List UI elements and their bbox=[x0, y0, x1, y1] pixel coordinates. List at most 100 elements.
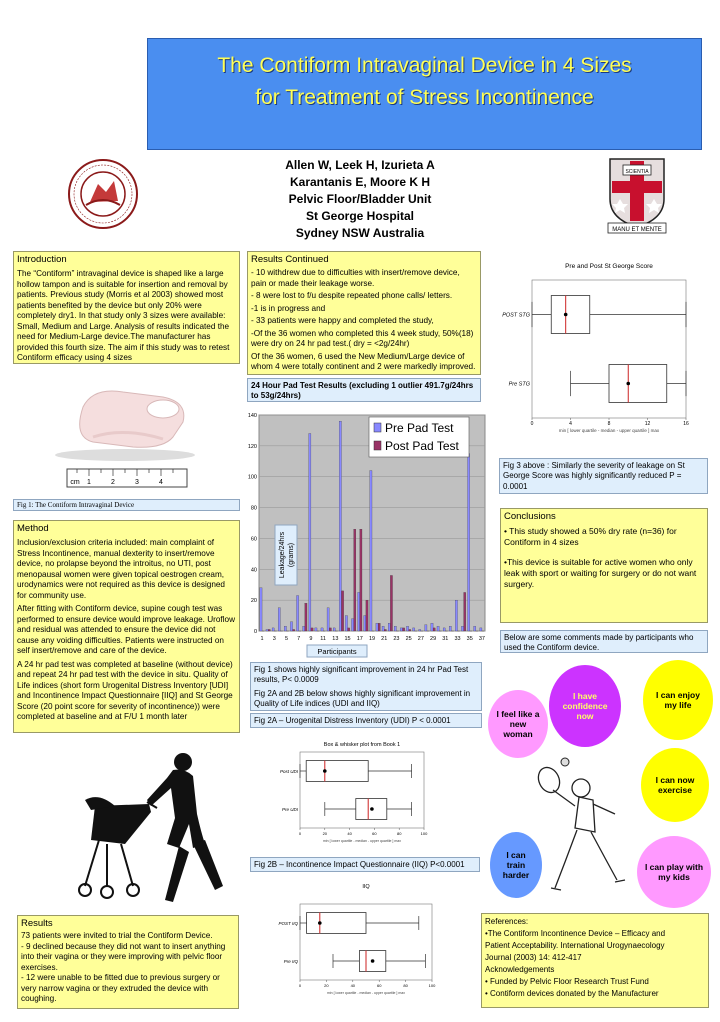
bar bbox=[353, 529, 356, 632]
fig1-description-text: Fig 1 shows highly significant improveme… bbox=[254, 665, 469, 685]
bar bbox=[265, 629, 269, 632]
bar bbox=[357, 592, 360, 632]
bar bbox=[290, 621, 293, 632]
bar bbox=[473, 626, 476, 632]
results-continued-item: -Of the 36 women who completed this 4 we… bbox=[251, 328, 474, 349]
bar bbox=[402, 627, 405, 632]
x-tick-label: 23 bbox=[393, 636, 399, 642]
bar bbox=[329, 627, 332, 632]
bar bbox=[345, 615, 348, 632]
bar bbox=[436, 626, 440, 632]
ruler-label: 2 bbox=[111, 479, 115, 486]
y-tick-label: 80 bbox=[251, 506, 257, 512]
bar bbox=[339, 421, 342, 632]
bar bbox=[369, 470, 373, 632]
ruler-label: 3 bbox=[135, 479, 139, 486]
x-tick-label: 17 bbox=[357, 636, 363, 642]
bar bbox=[271, 627, 275, 632]
x-tick-label: 3 bbox=[273, 636, 276, 642]
x-tick-label: 80 bbox=[397, 831, 402, 836]
mean-marker bbox=[563, 312, 568, 317]
results-line: - 9 declined because they did not want t… bbox=[21, 941, 226, 972]
bar bbox=[365, 600, 369, 632]
x-tick-label: 40 bbox=[347, 831, 352, 836]
method-heading: Method bbox=[17, 523, 49, 534]
y-tick-label: 20 bbox=[251, 598, 257, 604]
series-label: POST STG bbox=[502, 313, 531, 319]
bar bbox=[320, 627, 324, 632]
legend-swatch bbox=[373, 440, 382, 451]
x-tick-label: 40 bbox=[351, 983, 356, 988]
device-photo: cm 1 2 3 4 bbox=[13, 367, 240, 497]
bar bbox=[384, 629, 387, 632]
bar bbox=[375, 623, 379, 632]
x-tick-label: 11 bbox=[320, 636, 326, 642]
references-panel: References: •The Contiform Incontinence … bbox=[481, 913, 709, 1008]
y-axis-label: (grams) bbox=[288, 543, 295, 567]
x-axis-label: Participants bbox=[317, 647, 356, 656]
bar bbox=[461, 626, 464, 632]
mother-with-pram-silhouette bbox=[55, 740, 245, 910]
series-label: Pre STG bbox=[509, 382, 531, 388]
comment-bubble: I have confidence now bbox=[549, 665, 621, 747]
bar bbox=[381, 626, 385, 632]
crest-book-label: SCIENTIA bbox=[625, 169, 649, 175]
comment-bubble: I can now exercise bbox=[641, 748, 709, 822]
mean-marker bbox=[370, 807, 374, 811]
results-continued-panel: Results Continued - 10 withdrew due to d… bbox=[247, 251, 481, 375]
x-tick-label: 1 bbox=[261, 636, 264, 642]
ruler-label: 1 bbox=[87, 479, 91, 486]
ruler-label: 4 bbox=[159, 479, 163, 486]
series-label: Pre UDI bbox=[282, 807, 299, 812]
y-tick-label: 100 bbox=[248, 475, 257, 481]
conclusions-heading: Conclusions bbox=[504, 511, 556, 522]
bar bbox=[442, 627, 446, 632]
bar bbox=[388, 623, 391, 632]
legend-box bbox=[368, 416, 470, 458]
series-label: POST IIQ bbox=[278, 921, 298, 926]
bar bbox=[284, 626, 287, 632]
x-tick-label: 35 bbox=[467, 636, 473, 642]
legend-swatch bbox=[373, 422, 382, 433]
legend-label: Post Pad Test bbox=[385, 439, 459, 453]
bar bbox=[333, 627, 336, 632]
poster-title-line2: for Treatment of Stress Incontinence bbox=[255, 86, 594, 109]
fig1-caption: Fig 1: The Contiform Intravaginal Device bbox=[13, 499, 240, 511]
method-paragraph: Inclusion/exclusion criteria included: m… bbox=[17, 538, 225, 600]
poster-title-line1: The Contiform Intravaginal Device in 4 S… bbox=[217, 54, 632, 77]
fig3-caption: Fig 3 above : Similarly the severity of … bbox=[499, 458, 708, 494]
bar bbox=[418, 629, 421, 632]
bar bbox=[363, 615, 367, 632]
x-tick-label: 4 bbox=[569, 421, 572, 427]
y-axis-label-box bbox=[274, 524, 298, 586]
bar bbox=[412, 627, 415, 632]
bar bbox=[432, 627, 436, 632]
y-axis-label-group: Leakage/24hrs(grams) bbox=[274, 524, 298, 586]
results-continued-item: -1 is in progress and bbox=[251, 303, 326, 313]
bar bbox=[347, 627, 350, 632]
method-paragraph: After fitting with Contiform device, sup… bbox=[17, 604, 235, 656]
introduction-text: The “Contiform” intravaginal device is s… bbox=[17, 269, 230, 363]
bar bbox=[292, 629, 295, 632]
x-tick-label: 12 bbox=[645, 421, 651, 427]
x-axis-label-box bbox=[306, 644, 368, 658]
x-tick-label: 15 bbox=[345, 636, 351, 642]
bar bbox=[304, 603, 308, 632]
results-continued-item: - 33 patients were happy and completed t… bbox=[251, 316, 434, 326]
bar bbox=[455, 600, 458, 632]
x-tick-label: 0 bbox=[299, 831, 302, 836]
x-tick-label: 27 bbox=[418, 636, 424, 642]
fig1-description: Fig 1 shows highly significant improveme… bbox=[250, 662, 482, 711]
ruler-label: cm bbox=[70, 479, 80, 486]
x-axis-caption: min [ lower quartile - median - upper qu… bbox=[323, 839, 401, 843]
results-continued-heading: Results Continued bbox=[251, 254, 329, 265]
bar bbox=[314, 627, 318, 632]
crest-motto: MANU ET MENTE bbox=[612, 227, 662, 233]
y-axis-label: Leakage/24hrs bbox=[279, 531, 286, 578]
y-tick-label: 0 bbox=[254, 629, 257, 635]
bar bbox=[341, 590, 344, 632]
chart-title: Box & whisker plot from Book 1 bbox=[324, 742, 400, 748]
acknowledgement-line: • Funded by Pelvic Floor Research Trust … bbox=[485, 977, 649, 986]
